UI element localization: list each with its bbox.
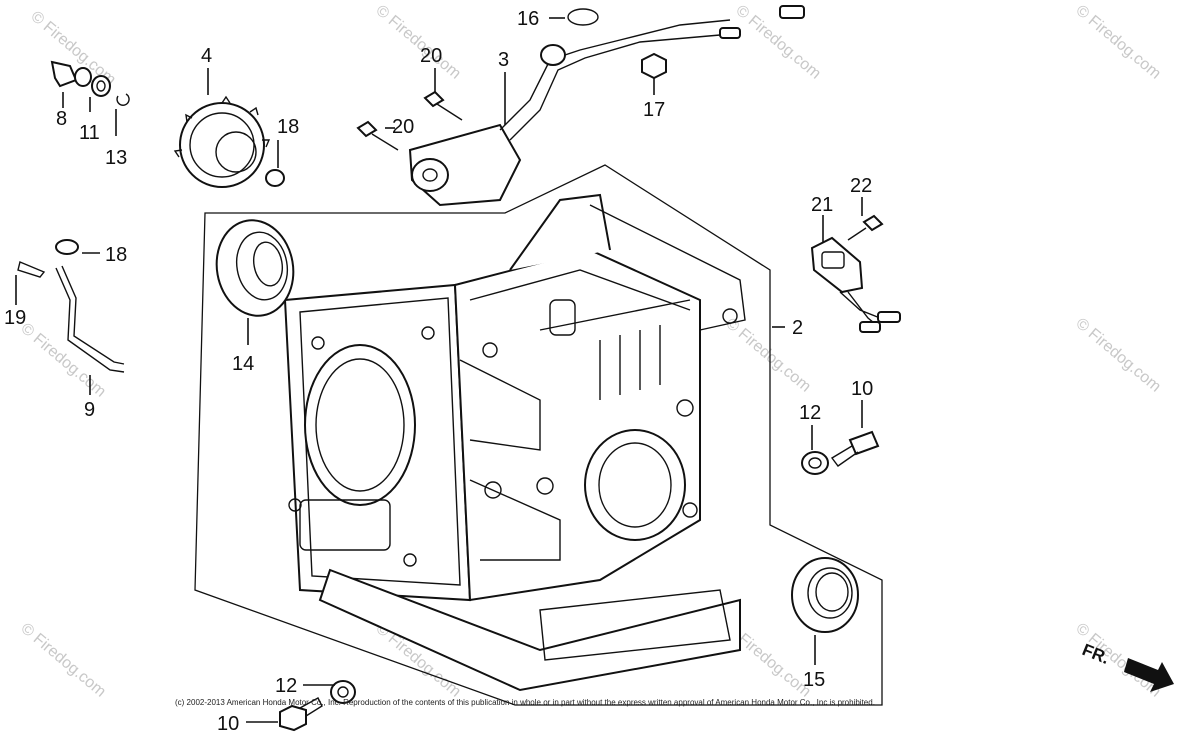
callout-label: 9: [84, 399, 95, 421]
callout-label: 18: [105, 244, 127, 266]
callout-label: 13: [105, 147, 127, 169]
assembly-boundary: [194, 164, 883, 706]
arrow-icon: [1124, 658, 1174, 692]
callout-label: 12: [799, 402, 821, 424]
callout-label: 10: [217, 713, 239, 735]
callout-label: 21: [811, 194, 833, 216]
cylinder-barrel-crankcase: [283, 193, 746, 692]
callout-label: 12: [275, 675, 297, 697]
governor-gear: [173, 95, 271, 188]
bolt: [356, 90, 463, 151]
callout-label: 20: [392, 116, 414, 138]
callout-label: 2: [792, 317, 803, 339]
callout-label: 11: [79, 122, 100, 144]
watermark: © Firedog.com: [732, 2, 823, 83]
nut: [641, 52, 667, 80]
washer: [55, 239, 79, 255]
governor-arm: [17, 261, 125, 373]
copyright-notice: (c) 2002-2013 American Honda Motor Co., …: [175, 698, 875, 707]
callout-label: 3: [498, 49, 509, 71]
callout-label: 16: [517, 8, 539, 30]
ball-bearing: [215, 219, 295, 317]
callout-label: 18: [277, 116, 299, 138]
washer: [265, 169, 285, 187]
ignition-coil: [810, 214, 901, 333]
watermark: © Firedog.com: [17, 620, 108, 701]
callout-label: 8: [56, 108, 67, 130]
callout-label: 14: [232, 353, 254, 375]
governor-shaft-parts: [50, 60, 130, 106]
watermark: © Firedog.com: [17, 320, 108, 401]
callout-label: 4: [201, 45, 212, 67]
watermark: © Firedog.com: [372, 2, 463, 83]
front-direction-indicator: FR.: [1080, 640, 1174, 692]
drain-plug-right: [801, 430, 880, 475]
oil-level-switch: [408, 5, 805, 207]
drain-plug-bottom: [279, 680, 356, 732]
callout-label: 20: [420, 45, 442, 67]
leader-lines: [15, 17, 863, 723]
callout-label: 22: [850, 175, 872, 197]
watermark: © Firedog.com: [1072, 2, 1163, 83]
oil-seal: [791, 557, 859, 633]
watermark: © Firedog.com: [1072, 315, 1163, 396]
callout-label: 10: [851, 378, 873, 400]
callout-label: 17: [643, 99, 665, 121]
callout-label: 19: [4, 307, 26, 329]
callout-label: 15: [803, 669, 825, 691]
callout-labels: 4 8 11 13 18 18 19 9 14 20 20 3 16 17 22…: [4, 8, 873, 735]
